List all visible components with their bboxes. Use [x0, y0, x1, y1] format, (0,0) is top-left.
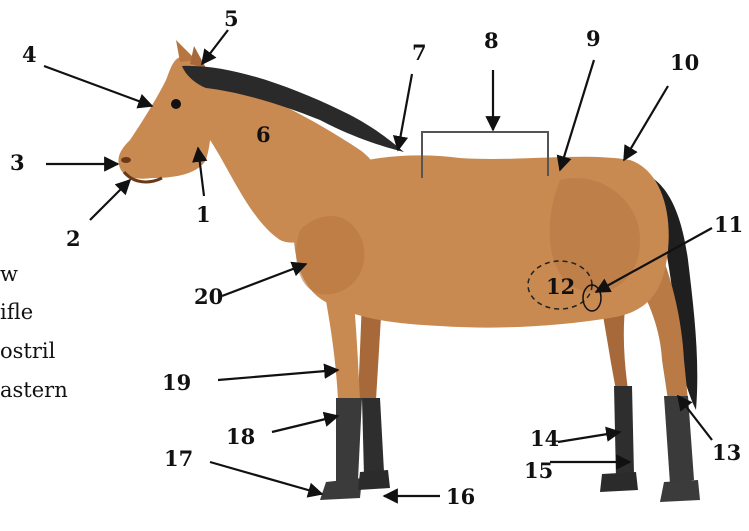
arrow-19: [218, 370, 338, 380]
eye: [171, 99, 181, 109]
callout-6: 6: [256, 122, 271, 147]
arrow-2: [90, 180, 130, 220]
hoof-fore-far: [358, 470, 390, 490]
callout-20: 20: [194, 284, 223, 309]
fore-sock-near: [336, 398, 362, 484]
arrow-20: [222, 264, 306, 296]
callout-17: 17: [164, 446, 193, 471]
arrow-9: [560, 60, 594, 170]
fore-sock-far: [362, 398, 384, 476]
callout-5: 5: [224, 6, 239, 31]
hoof-hind-far: [600, 472, 638, 492]
callout-9: 9: [586, 26, 601, 51]
callout-18: 18: [226, 424, 255, 449]
hoof-hind-near: [660, 480, 700, 502]
callout-11: 11: [714, 212, 743, 237]
arrow-10: [624, 86, 668, 160]
callout-15: 15: [524, 458, 553, 483]
arrow-18: [272, 416, 338, 432]
callout-1: 1: [196, 202, 211, 227]
callout-14: 14: [530, 426, 559, 451]
callout-7: 7: [412, 40, 427, 65]
arrow-5: [202, 30, 228, 64]
legend-fragment-jaw: w: [0, 262, 18, 286]
callout-8: 8: [484, 28, 499, 53]
legend-fragment-stifle: ifle: [0, 300, 33, 324]
callout-2: 2: [66, 226, 81, 251]
arrow-7: [398, 74, 412, 150]
callout-10: 10: [670, 50, 699, 75]
callout-4: 4: [22, 42, 37, 67]
nostril: [121, 157, 131, 163]
callout-3: 3: [10, 150, 25, 175]
arrow-17: [210, 462, 322, 494]
arrow-4: [44, 66, 152, 106]
legend-fragments: w ifle ostril astern: [0, 262, 68, 402]
arrow-14: [558, 432, 620, 442]
callout-19: 19: [162, 370, 191, 395]
legend-fragment-pastern: astern: [0, 378, 68, 402]
callout-13: 13: [712, 440, 741, 465]
callout-12: 12: [546, 274, 575, 299]
callout-16: 16: [446, 484, 475, 509]
legend-fragment-nostril: ostril: [0, 339, 56, 363]
hoof-fore-near: [320, 478, 362, 500]
